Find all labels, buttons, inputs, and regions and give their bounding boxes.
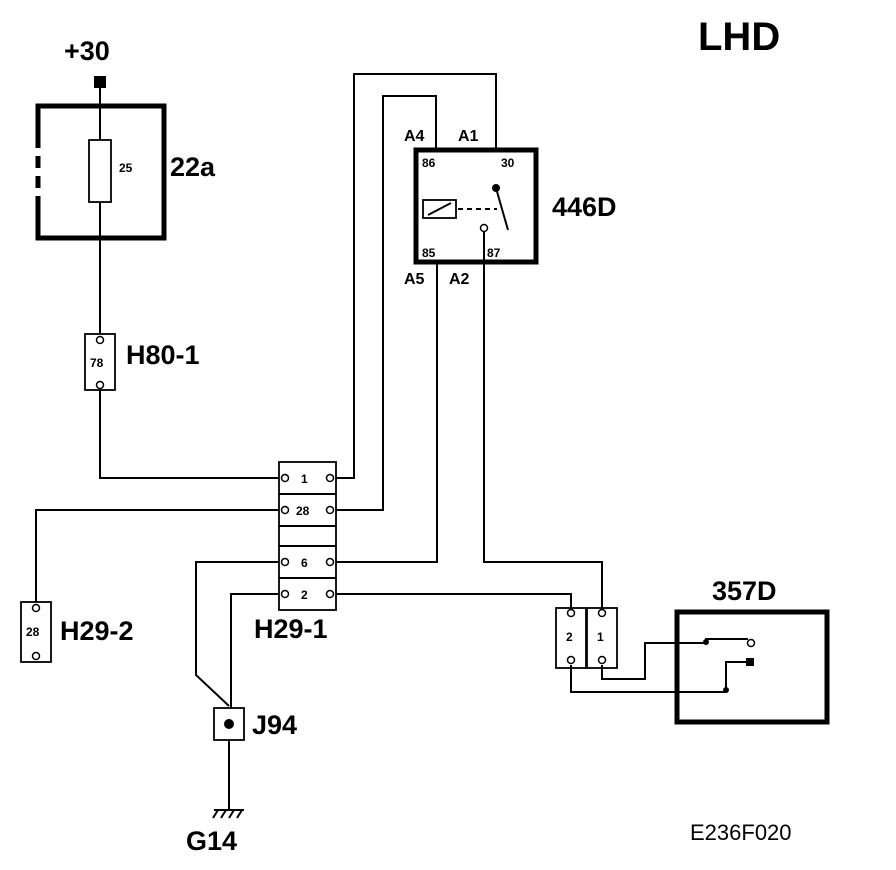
connector-h29-1-pin-number: 1	[301, 472, 308, 486]
relay-446d: A4 A1 86 30 85 87 A5 A2 446D	[404, 128, 617, 288]
ground-hatch	[228, 809, 235, 819]
connector-h29-1-pin	[280, 557, 290, 567]
wire-h29-pin28-to-relay-86	[336, 95, 437, 511]
connector-h29-1-id: H29-1	[254, 614, 328, 644]
wire-h29-pin2-to-j94	[230, 593, 279, 710]
diagram-title: LHD	[698, 15, 780, 59]
ground-icon	[212, 809, 244, 819]
relay-id: 446D	[552, 192, 617, 222]
splice-j94: J94	[213, 707, 297, 741]
wire-h29-pin6-to-j94	[195, 561, 279, 707]
fuse-box-22a: 25 22a	[35, 103, 216, 241]
component-357d-contact	[746, 638, 756, 648]
fuse-element	[88, 139, 112, 203]
component-357d-contact	[703, 639, 709, 645]
relay-pin-a1: A1	[458, 128, 479, 145]
wire-h29-pin6-to-relay-85	[336, 262, 438, 563]
connector-h80-pin-number: 78	[90, 356, 104, 370]
connector-357d-pin	[566, 655, 576, 665]
ground-hatch	[220, 809, 227, 819]
splice-j94-node	[224, 719, 234, 729]
component-357d-id: 357D	[712, 576, 777, 606]
relay-terminal-30: 30	[501, 156, 515, 170]
relay-outline	[413, 147, 539, 265]
component-357d-contact	[723, 687, 729, 693]
component-357d-outline	[674, 609, 830, 725]
relay-contact-point	[479, 223, 489, 233]
connector-h80-1: 78 H80-1	[84, 333, 200, 391]
splice-j94-id: J94	[252, 710, 297, 740]
connector-h80-pin	[95, 380, 105, 390]
relay-contact-arm	[495, 187, 509, 231]
connector-h29-1-body	[278, 461, 337, 611]
connector-h29-1-pin	[280, 473, 290, 483]
connector-h29-2-id: H29-2	[60, 616, 134, 646]
wire-relay-87-to-357d-pin1	[483, 262, 603, 608]
wire-h29-1-to-h29-2	[35, 509, 279, 604]
relay-terminal-85: 85	[422, 246, 436, 260]
diagram-reference: E236F020	[690, 820, 792, 845]
ground-hatch	[236, 809, 243, 819]
fuse-id: 22a	[170, 152, 216, 182]
supply-terminal	[94, 76, 106, 88]
connector-h29-1-pin-number: 6	[301, 556, 308, 570]
relay-terminal-87: 87	[487, 246, 501, 260]
connector-357d-pin-number: 1	[597, 630, 604, 644]
connector-h29-1-pin	[325, 557, 335, 567]
connector-h29-1-pin	[325, 589, 335, 599]
connector-h80-pin	[95, 335, 105, 345]
wire-h29-pin1-to-relay-30	[336, 73, 497, 479]
connector-h80-id: H80-1	[126, 340, 200, 370]
supply-label: +30	[64, 36, 110, 66]
connector-357d-pin	[597, 655, 607, 665]
connector-h29-2-pin-number: 28	[26, 625, 40, 639]
connector-357d: 2 1	[555, 607, 618, 669]
relay-contact-pivot	[492, 184, 500, 192]
relay-pin-a5: A5	[404, 271, 425, 288]
relay-pin-a4: A4	[404, 128, 425, 145]
connector-h29-2-pin	[31, 603, 41, 613]
connector-h29-2-pin	[31, 651, 41, 661]
ground-id: G14	[186, 826, 237, 856]
component-357d: 357D	[674, 576, 830, 725]
connector-h29-1-pin	[325, 473, 335, 483]
connector-h29-2: 28 H29-2	[20, 601, 134, 663]
connector-357d-pin-number: 2	[566, 630, 573, 644]
connector-h29-1-pin	[325, 505, 335, 515]
wire-h80-to-h29-pin1	[99, 390, 281, 479]
relay-terminal-86: 86	[422, 156, 436, 170]
fuse-rating: 25	[119, 161, 133, 175]
connector-357d-pin	[597, 608, 607, 618]
component-357d-contact	[746, 658, 754, 666]
relay-pin-a2: A2	[449, 271, 470, 288]
connector-h29-1-pin	[280, 589, 290, 599]
connector-h29-1: 1 28 6 2 H29-1	[254, 461, 337, 644]
connector-h29-1-pin-number: 28	[296, 504, 310, 518]
fuse-box-outline	[35, 103, 167, 241]
connector-357d-pin	[566, 608, 576, 618]
wire-h29-pin2-to-357d-pin2	[336, 593, 572, 608]
connector-h29-1-pin-number: 2	[301, 588, 308, 602]
connector-h29-1-pin	[280, 505, 290, 515]
ground-hatch	[212, 809, 219, 819]
relay-coil-diagonal	[427, 202, 452, 216]
